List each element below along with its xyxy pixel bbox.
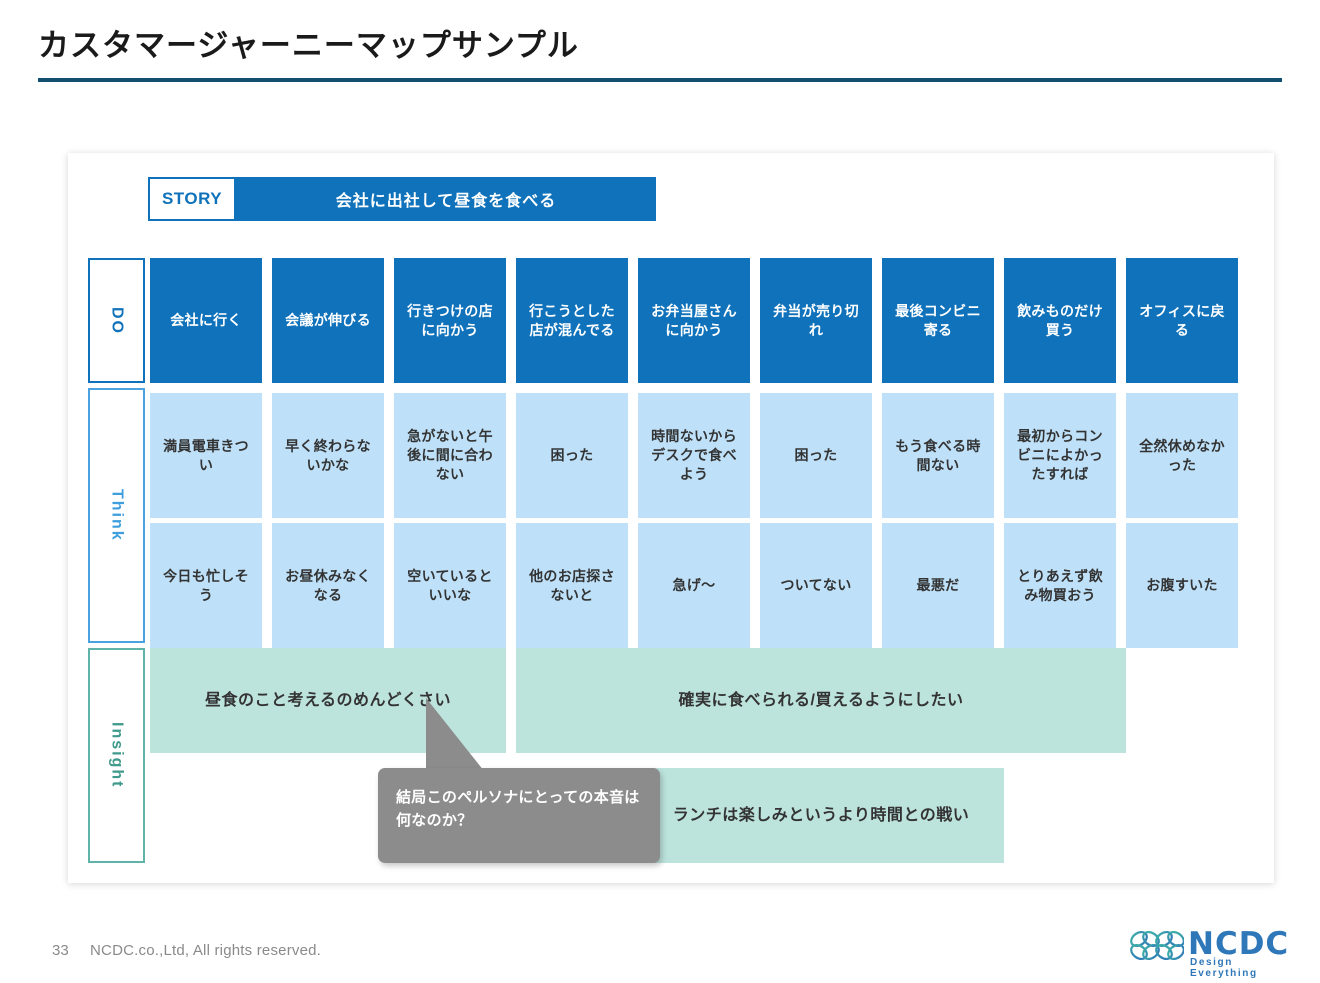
ncdc-flower-icon [1130,930,1185,961]
think-cell[interactable]: 早く終わらないかな [272,393,384,518]
story-row: STORY 会社に出社して昼食を食べる [148,177,656,221]
think-cell[interactable]: 困った [516,393,628,518]
row-label-do-text: DO [108,306,126,335]
think-cell[interactable]: 全然休めなかった [1126,393,1238,518]
think-row-2: 今日も忙しそう お昼休みなくなる 空いているといいな 他のお店探さないと 急げ〜… [150,523,1250,648]
insight-box[interactable]: ランチは楽しみというより時間との戦い [638,768,1004,863]
do-cell[interactable]: 最後コンビニ寄る [882,258,994,383]
page-number: 33 [52,942,69,959]
do-row: 会社に行く 会議が伸びる 行きつけの店に向かう 行こうとした店が混んでる お弁当… [150,258,1250,383]
think-cell[interactable]: 他のお店探さないと [516,523,628,648]
think-cell[interactable]: お昼休みなくなる [272,523,384,648]
do-cell[interactable]: オフィスに戻る [1126,258,1238,383]
think-cell[interactable]: 今日も忙しそう [150,523,262,648]
insight-area: 昼食のこと考えるのめんどくさい 確実に食べられる/買えるようにしたい ランチは楽… [150,648,1250,863]
row-label-think: Think [88,388,145,643]
ncdc-logo: NCDC Design Everything [1128,926,1296,979]
think-cell[interactable]: 最悪だ [882,523,994,648]
callout-tail-icon [426,698,488,776]
think-cell[interactable]: とりあえず飲み物買おう [1004,523,1116,648]
do-cell[interactable]: 飲みものだけ買う [1004,258,1116,383]
insight-callout[interactable]: 結局このペルソナにとっての本音は何なのか？ [378,768,660,863]
do-cell[interactable]: 行きつけの店に向かう [394,258,506,383]
story-label: STORY [148,177,236,221]
story-banner: 会社に出社して昼食を食べる [236,177,656,221]
ncdc-logo-tagline: Design Everything [1190,957,1258,979]
think-cell[interactable]: 満員電車きつい [150,393,262,518]
do-cell[interactable]: 会議が伸びる [272,258,384,383]
think-cell[interactable]: もう食べる時間ない [882,393,994,518]
think-cell[interactable]: 最初からコンビニによかったすれば [1004,393,1116,518]
row-label-insight-text: Insight [108,722,126,789]
journey-map-card: STORY 会社に出社して昼食を食べる DO Think Insight 会社に… [68,153,1274,883]
do-cell[interactable]: お弁当屋さんに向かう [638,258,750,383]
think-cell[interactable]: 空いているといいな [394,523,506,648]
title-underline [38,78,1282,82]
think-row-1: 満員電車きつい 早く終わらないかな 急がないと午後に間に合わない 困った 時間な… [150,393,1250,518]
copyright-text: NCDC.co.,Ltd, All rights reserved. [90,942,322,959]
think-cell[interactable]: 困った [760,393,872,518]
think-cell[interactable]: ついてない [760,523,872,648]
row-label-do: DO [88,258,145,383]
do-cell[interactable]: 会社に行く [150,258,262,383]
think-cell[interactable]: お腹すいた [1126,523,1238,648]
page-title: カスタマージャーニーマップサンプル [38,28,579,63]
row-label-insight: Insight [88,648,145,863]
ncdc-logo-text: NCDC [1188,926,1290,962]
think-cell[interactable]: 急がないと午後に間に合わない [394,393,506,518]
insight-box[interactable]: 確実に食べられる/買えるようにしたい [516,648,1126,753]
think-cell[interactable]: 時間ないからデスクで食べよう [638,393,750,518]
think-cell[interactable]: 急げ〜 [638,523,750,648]
row-label-think-text: Think [108,489,126,542]
journey-grid: 会社に行く 会議が伸びる 行きつけの店に向かう 行こうとした店が混んでる お弁当… [150,258,1250,653]
do-cell[interactable]: 弁当が売り切れ [760,258,872,383]
do-cell[interactable]: 行こうとした店が混んでる [516,258,628,383]
